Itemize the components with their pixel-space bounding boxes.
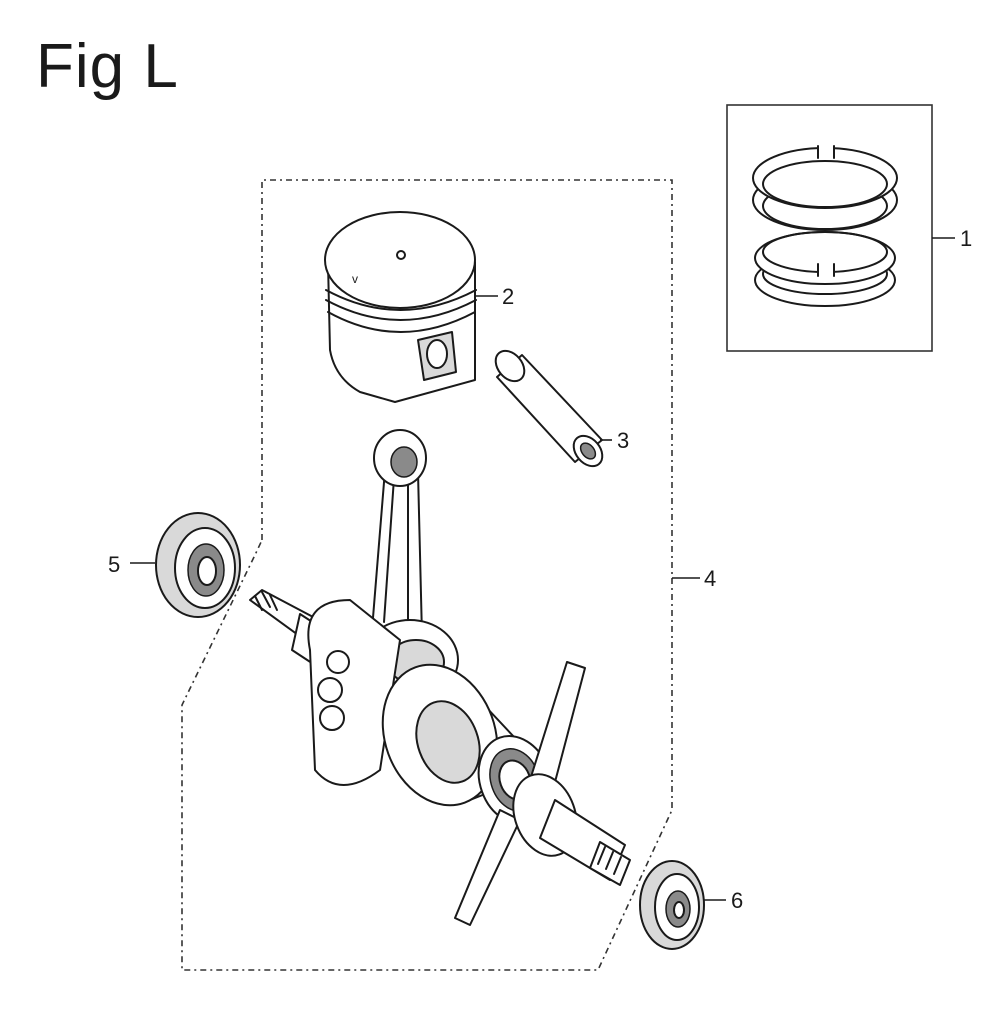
callout-5: 5 — [108, 552, 120, 577]
crankshaft-assembly-outline — [181, 179, 673, 971]
bearing-left — [155, 512, 241, 618]
piston: v — [324, 211, 477, 403]
figure-title: Fig L — [36, 32, 179, 101]
ring-set-box — [726, 104, 933, 352]
svg-text:v: v — [352, 272, 358, 286]
callout-4: 4 — [704, 566, 716, 591]
piston-pin — [494, 349, 604, 468]
crankshaft — [249, 589, 631, 926]
piston-ring-set — [726, 104, 933, 352]
callout-3: 3 — [617, 428, 629, 453]
callout-2: 2 — [502, 284, 514, 309]
bearing-right — [639, 860, 705, 950]
callout-6: 6 — [731, 888, 743, 913]
callout-1: 1 — [960, 226, 972, 251]
